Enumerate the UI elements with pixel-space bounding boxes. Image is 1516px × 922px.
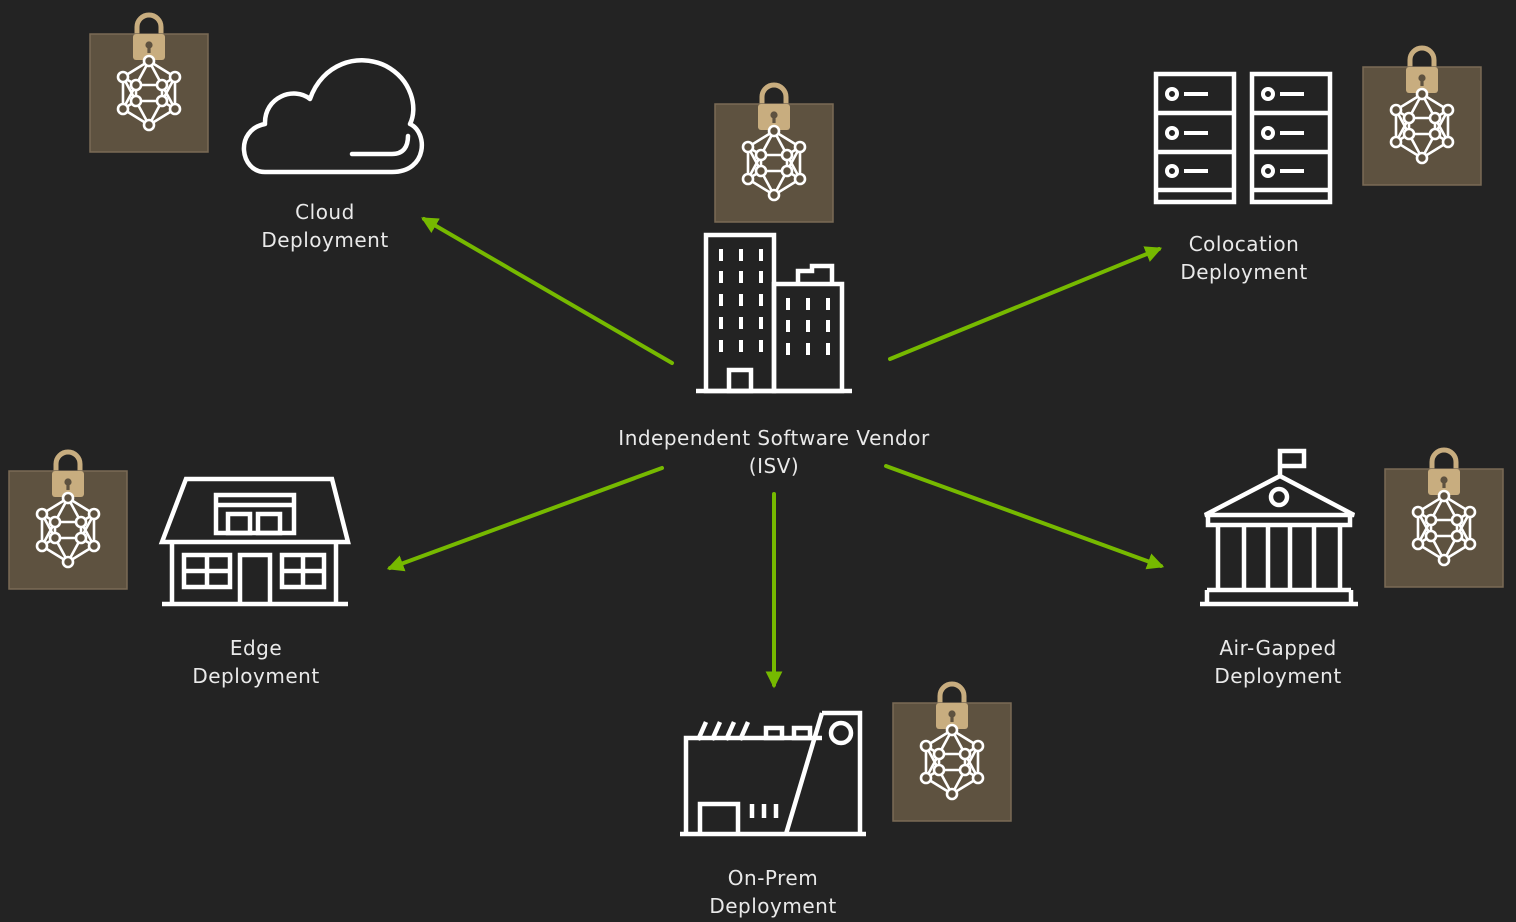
label-cloud: Cloud Deployment bbox=[261, 198, 388, 254]
label-air-gapped-line2: Deployment bbox=[1214, 664, 1342, 688]
label-isv-line2: (ISV) bbox=[748, 454, 800, 478]
locked-neural-network-icon bbox=[1385, 450, 1503, 587]
office-buildings-icon bbox=[696, 232, 852, 394]
label-on-prem: On-Prem Deployment bbox=[709, 864, 836, 920]
factory-icon bbox=[680, 710, 866, 837]
locked-neural-network-icon bbox=[90, 15, 208, 152]
label-edge: Edge Deployment bbox=[192, 634, 319, 690]
cloud-icon bbox=[241, 58, 425, 175]
label-on-prem-line2: Deployment bbox=[709, 894, 837, 918]
label-edge-line1: Edge bbox=[229, 636, 283, 660]
label-colocation-line2: Deployment bbox=[1180, 260, 1308, 284]
label-on-prem-line1: On-Prem bbox=[727, 866, 819, 890]
house-icon bbox=[158, 476, 351, 607]
label-colocation: Colocation Deployment bbox=[1180, 230, 1307, 286]
label-cloud-line1: Cloud bbox=[295, 200, 355, 224]
locked-neural-network-icon bbox=[9, 452, 127, 589]
locked-neural-network-icon bbox=[715, 85, 833, 222]
locked-neural-network-icon bbox=[1363, 48, 1481, 185]
locked-neural-network-icon bbox=[893, 684, 1011, 821]
label-cloud-line2: Deployment bbox=[261, 228, 389, 252]
server-racks-icon bbox=[1153, 71, 1333, 205]
arrow-to-cloud bbox=[421, 217, 674, 365]
government-building-icon bbox=[1200, 448, 1358, 607]
label-air-gapped-line1: Air-Gapped bbox=[1219, 636, 1337, 660]
arrow-to-colocation bbox=[888, 246, 1163, 361]
label-colocation-line1: Colocation bbox=[1188, 232, 1300, 256]
arrow-to-air-gapped bbox=[884, 464, 1165, 570]
label-air-gapped: Air-Gapped Deployment bbox=[1214, 634, 1341, 690]
arrow-to-edge bbox=[386, 466, 664, 572]
label-isv: Independent Software Vendor (ISV) bbox=[618, 424, 929, 480]
label-edge-line2: Deployment bbox=[192, 664, 320, 688]
label-isv-line1: Independent Software Vendor bbox=[618, 426, 930, 450]
